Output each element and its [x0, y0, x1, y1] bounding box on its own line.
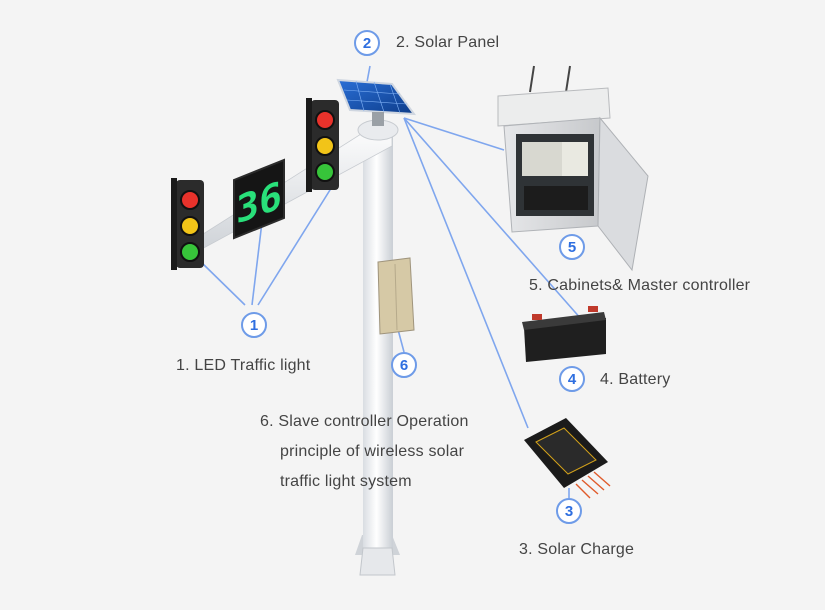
label-led-traffic-light: 1. LED Traffic light [176, 357, 311, 374]
slave-controller-box [377, 257, 415, 335]
label-slave-line1: 6. Slave controller Operation [260, 413, 469, 430]
badge-cabinets: 5 [559, 234, 585, 260]
badge-battery: 4 [559, 366, 585, 392]
label-solar-charge: 3. Solar Charge [519, 541, 635, 558]
label-slave-line3: traffic light system [280, 473, 412, 490]
label-solar-panel: 2. Solar Panel [396, 34, 500, 51]
label-cabinets: 5. Cabinets& Master controller [529, 277, 751, 294]
solar-charge-controller [524, 418, 611, 499]
badge-led-traffic-light: 1 [241, 312, 267, 338]
label-slave-line2: principle of wireless solar [280, 443, 465, 460]
solar-panel [336, 78, 417, 126]
traffic-light-left [171, 178, 204, 270]
connector-lines [200, 65, 583, 498]
countdown-display: 36 [233, 158, 285, 240]
cabinet [497, 65, 649, 272]
badge-solar-panel: 2 [354, 30, 380, 56]
badge-slave-controller: 6 [391, 352, 417, 378]
label-slave-controller: 6. Slave controller Operation principle … [260, 407, 510, 497]
badge-solar-charge: 3 [556, 498, 582, 524]
label-battery: 4. Battery [600, 371, 671, 388]
pole [199, 119, 400, 576]
traffic-light-right [306, 98, 339, 192]
battery [522, 306, 606, 362]
